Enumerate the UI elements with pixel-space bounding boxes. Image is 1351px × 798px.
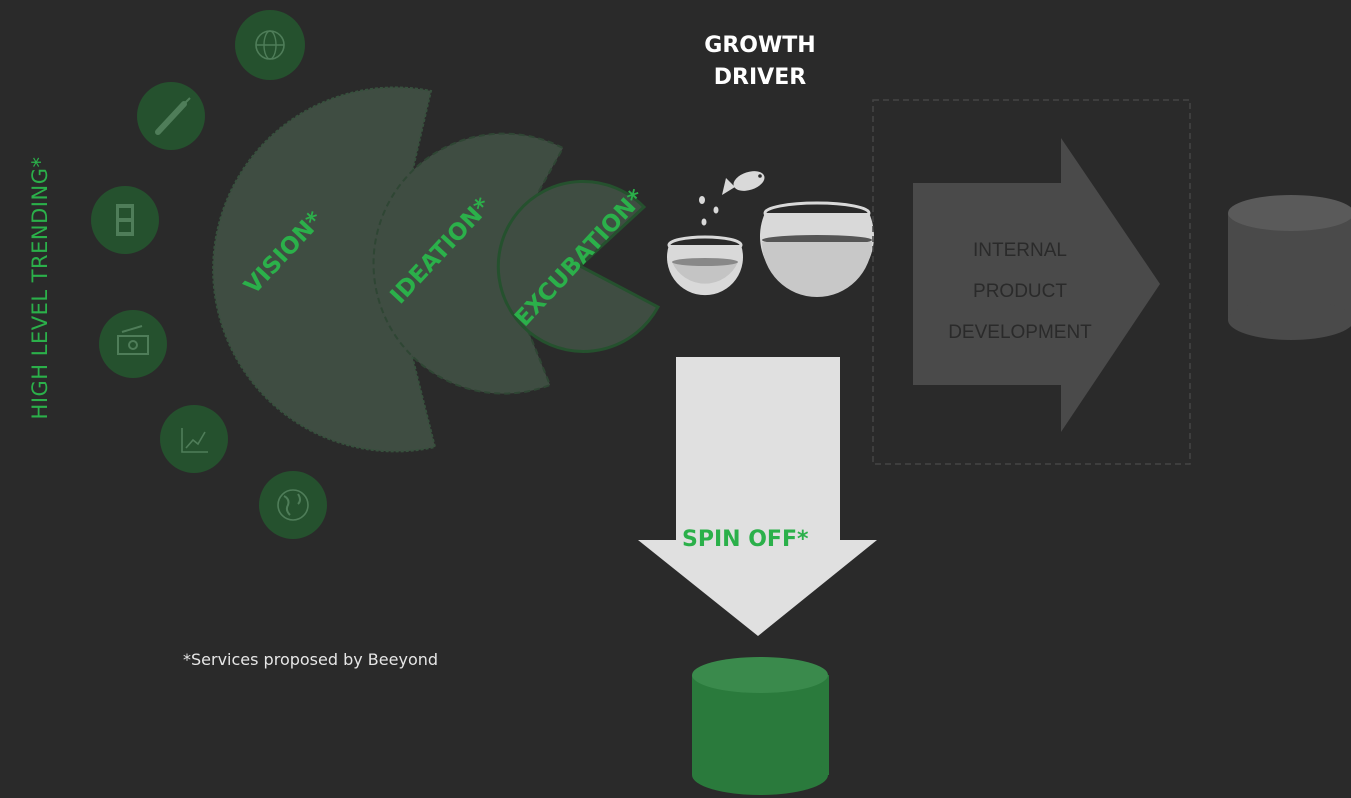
internal-product-line-1: INTERNAL xyxy=(973,240,1067,261)
syringe-icon xyxy=(137,82,205,150)
internal-product-line-2: PRODUCT xyxy=(973,281,1067,302)
globe-icon xyxy=(235,10,305,80)
green-cylinder xyxy=(692,657,829,795)
vision-pie xyxy=(212,86,437,453)
spin-off-label: SPIN OFF* xyxy=(682,527,809,552)
vertical-title: HIGH LEVEL TRENDING* xyxy=(28,156,52,420)
gray-cylinder xyxy=(1228,195,1351,340)
growth-driver-line-1: GROWTH xyxy=(704,33,816,58)
internal-product-label: INTERNAL PRODUCT DEVELOPMENT xyxy=(925,230,1115,353)
earth-icon xyxy=(259,471,327,539)
spin-off-arrow xyxy=(638,357,877,636)
growth-driver-title: GROWTH DRIVER xyxy=(680,30,840,94)
water-drops-icon xyxy=(699,196,719,226)
footnote: *Services proposed by Beeyond xyxy=(183,650,439,669)
chart-icon xyxy=(160,405,228,473)
large-fishbowl-icon xyxy=(760,201,874,297)
money-icon xyxy=(99,310,167,378)
ideation-pie xyxy=(372,132,565,395)
small-fishbowl-icon xyxy=(667,235,743,296)
internal-product-frame xyxy=(872,99,1191,465)
film-icon xyxy=(91,186,159,254)
internal-product-line-3: DEVELOPMENT xyxy=(948,322,1092,343)
internal-product-arrow xyxy=(913,138,1160,432)
excubation-pie xyxy=(496,179,661,353)
growth-driver-line-2: DRIVER xyxy=(713,65,807,90)
fish-icon xyxy=(722,171,765,195)
